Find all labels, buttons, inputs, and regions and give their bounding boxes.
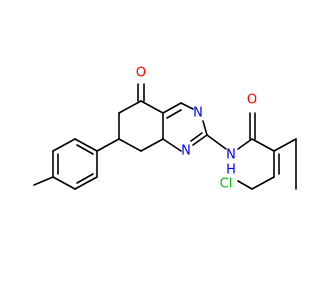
bond <box>33 176 54 186</box>
amide-oxygen-label: O <box>247 93 257 108</box>
bond <box>237 138 253 150</box>
amide-n-label: N <box>226 148 236 163</box>
bond <box>190 132 203 142</box>
bond <box>140 138 164 152</box>
amide-h-label: H <box>226 163 236 178</box>
bond <box>118 100 142 114</box>
bond <box>192 134 208 146</box>
bond <box>76 173 94 184</box>
bond <box>96 138 120 152</box>
bond <box>162 138 182 152</box>
bond <box>140 100 164 114</box>
bond <box>251 138 275 152</box>
bond <box>166 109 182 119</box>
bond <box>52 176 76 190</box>
bond <box>237 180 253 190</box>
bond <box>202 120 208 136</box>
pyrimidine-n3-label: N <box>193 106 203 121</box>
bond <box>74 138 98 152</box>
bond <box>52 138 76 152</box>
chemical-structure-diagram: O O N N N H Cl <box>33 65 297 192</box>
bond <box>206 134 227 150</box>
atom-labels: O O N N N H Cl <box>136 66 257 192</box>
bond <box>273 138 297 152</box>
bond <box>180 102 194 110</box>
chlorine-label: Cl <box>220 177 233 192</box>
bond <box>118 138 142 152</box>
bond-lines <box>33 83 297 190</box>
bond <box>74 176 98 190</box>
ketone-oxygen-label: O <box>136 66 146 81</box>
pyrimidine-n1-label: N <box>181 144 191 159</box>
bond <box>251 176 275 190</box>
bond <box>76 144 94 155</box>
bond <box>162 102 182 114</box>
